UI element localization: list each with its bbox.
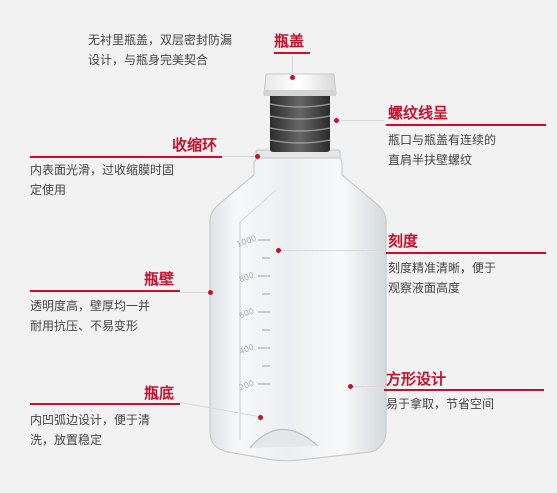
bottle-shoulder-line: [239, 189, 277, 223]
cap-dot: [290, 75, 295, 80]
thread-lines: [269, 103, 331, 144]
shrink-ring-desc-line-2: 定使用: [30, 183, 67, 197]
graduation-desc-line-2: 观察液面高度: [388, 281, 461, 295]
wall-desc-line-1: 透明度高，壁厚均一并: [30, 299, 151, 313]
thread-desc-line-1: 瓶口与瓶盖有连续的: [388, 133, 497, 147]
bottom-title: 瓶底: [144, 384, 175, 402]
graduation-title: 刻度: [388, 232, 419, 250]
graduation-ticks: [258, 239, 270, 385]
square-dot: [348, 384, 353, 389]
bottom-underline: [30, 403, 180, 405]
graduation-dot: [276, 248, 281, 253]
square-underline: [384, 389, 544, 391]
shrink-ring-dot: [255, 154, 260, 159]
thread-desc-line-2: 直肩半扶壁螺纹: [388, 153, 473, 167]
cap-underline: [274, 52, 310, 54]
cap-leader: [292, 56, 293, 78]
wall-underline: [30, 290, 180, 292]
thread-underline: [386, 124, 546, 126]
threaded-neck: [270, 92, 330, 152]
graduation-underline: [386, 252, 546, 254]
shrink-ring-leader: [222, 156, 256, 157]
shrink-ring-desc-line-1: 内表面光滑，过收缩膜时固: [30, 163, 175, 177]
thread-dot: [334, 118, 339, 123]
square-title: 方形设计: [386, 370, 447, 388]
bottle-body: [209, 151, 387, 462]
graduation-leader: [280, 250, 384, 251]
bottom-desc-line-1: 内凹弧边设计，便于清: [30, 413, 151, 427]
square-leader: [352, 386, 384, 387]
bottom-desc-line-2: 洗，放置稳定: [30, 433, 103, 447]
cap-desc-line-1: 无衬里瓶盖，双层密封防漏: [88, 33, 233, 47]
wall-leader: [180, 292, 210, 293]
wall-desc-line-2: 耐用抗压、不易变形: [30, 319, 139, 333]
cap-rim: [264, 90, 336, 96]
wall-title: 瓶壁: [144, 270, 175, 288]
square-desc-line-1: 易于拿取，节省空间: [386, 397, 495, 411]
shrink-ring-underline: [30, 156, 222, 158]
graduation-desc-line-1: 刻度精准清晰，便于: [388, 261, 497, 275]
bottle-concave-bottom: [249, 428, 319, 449]
thread-leader: [340, 120, 384, 121]
bottom-dot: [258, 415, 263, 420]
cap-desc-line-2: 设计，与瓶身完美契合: [88, 53, 209, 67]
thread-title: 螺纹线呈: [388, 104, 449, 122]
cap-title: 瓶盖: [274, 32, 305, 50]
shrink-ring-title: 收缩环: [172, 136, 218, 154]
wall-dot: [208, 290, 213, 295]
